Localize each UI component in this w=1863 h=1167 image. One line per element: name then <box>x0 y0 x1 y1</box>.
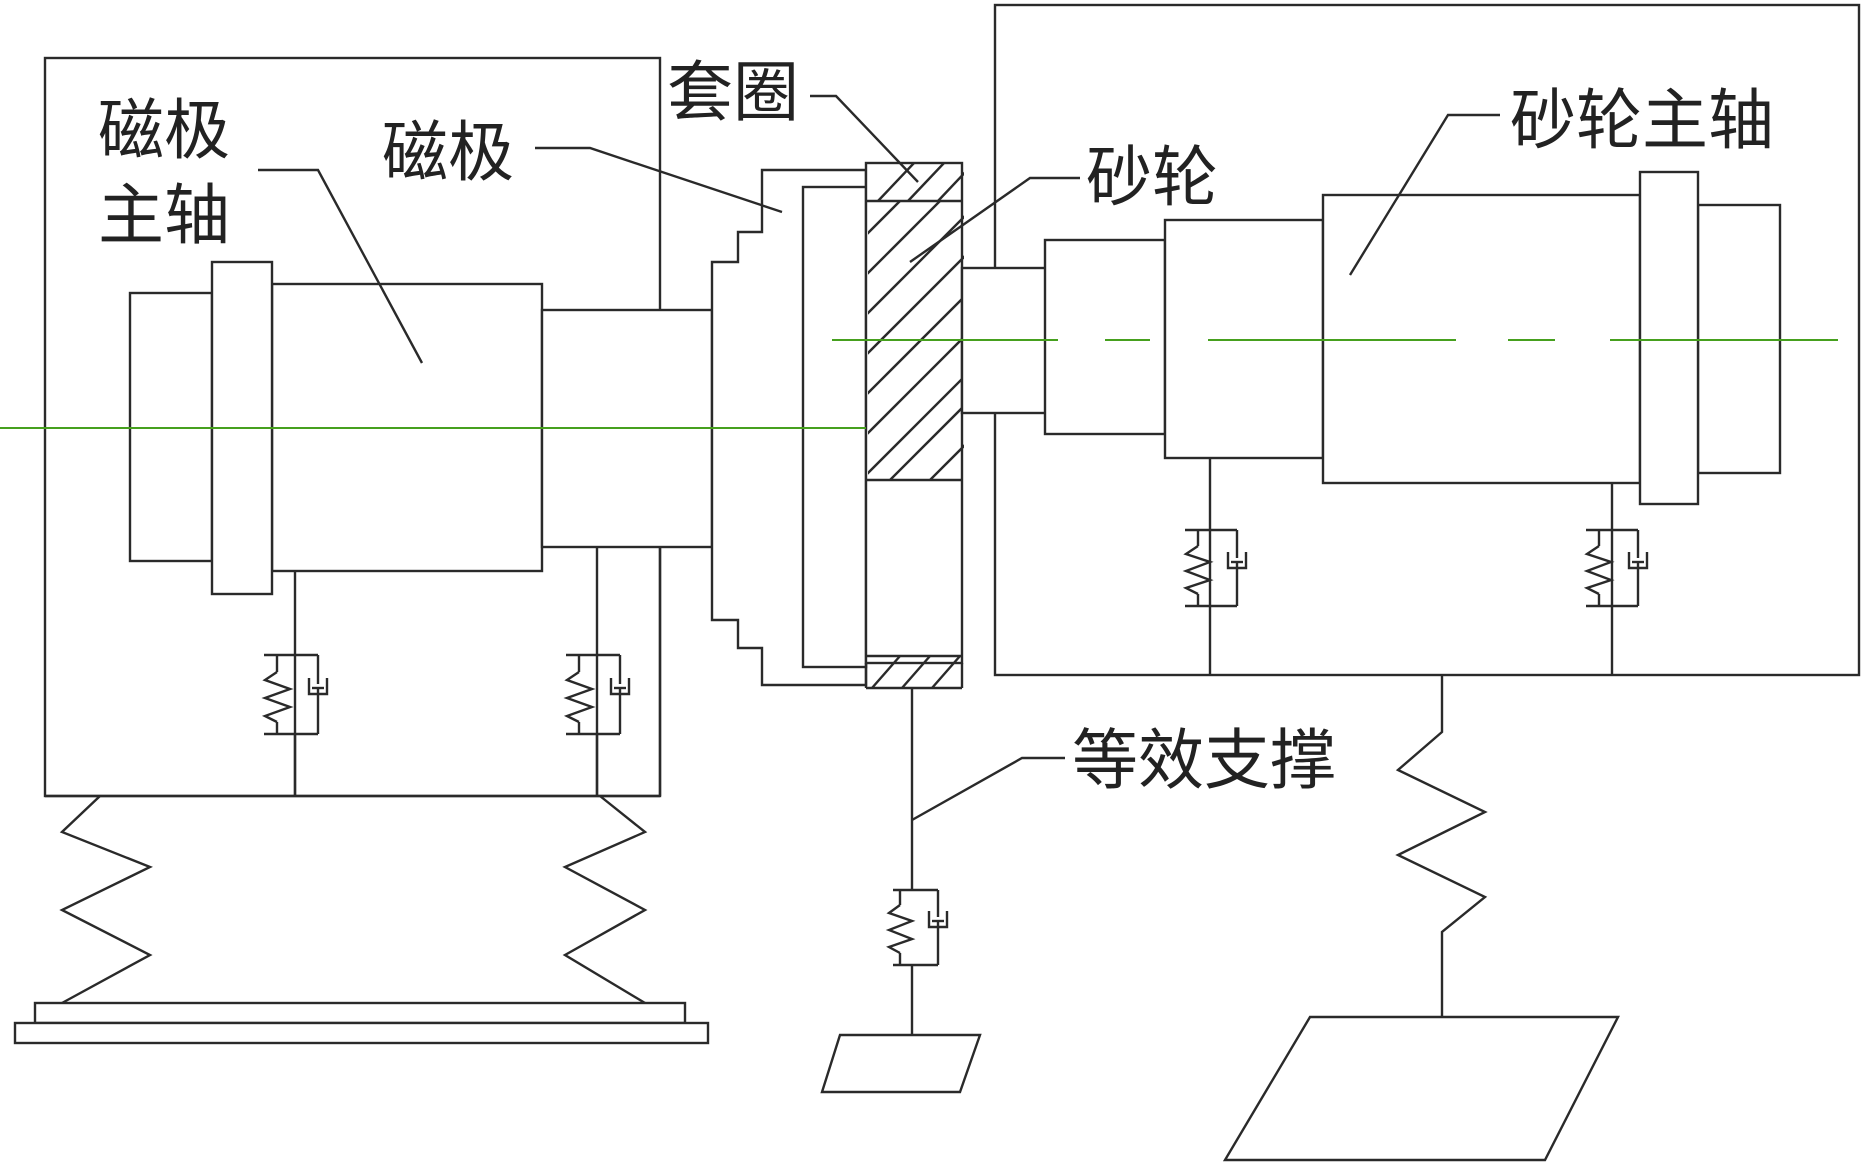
collar-top-hatch <box>877 163 964 202</box>
label-collar: 套圈 <box>667 54 799 131</box>
left-ground-springs <box>59 795 648 1005</box>
label-equivalent-support: 等效支撑 <box>1072 722 1336 799</box>
leader-magnet-pole <box>535 146 783 214</box>
left-spring-damper-1 <box>261 653 329 796</box>
leader-grinding-wheel <box>909 176 1080 263</box>
wheel-and-collar <box>864 161 964 690</box>
label-wheel-spindle: 砂轮主轴 <box>1510 82 1774 159</box>
right-spring-damper-1 <box>1182 528 1248 608</box>
base-plates <box>13 1001 710 1045</box>
leader-collar <box>810 94 919 183</box>
label-magnet-spindle-line2: 主轴 <box>98 177 230 254</box>
right-bearing-supports <box>1208 458 1614 675</box>
right-spring-damper-2 <box>1583 528 1649 608</box>
leader-magnet-spindle <box>258 168 424 364</box>
left-spring-damper-2 <box>563 653 631 796</box>
leader-wheel-spindle <box>1348 113 1500 276</box>
label-magnet-pole: 磁极 <box>382 114 514 191</box>
collar-bottom-hatch <box>871 655 961 689</box>
label-magnet-spindle-line1: 磁极 <box>98 92 230 169</box>
right-ground-support <box>1222 675 1620 1162</box>
label-grinding-wheel: 砂轮 <box>1086 139 1218 216</box>
equivalent-support-mid <box>820 688 982 1094</box>
leader-equivalent-support <box>911 756 1065 822</box>
